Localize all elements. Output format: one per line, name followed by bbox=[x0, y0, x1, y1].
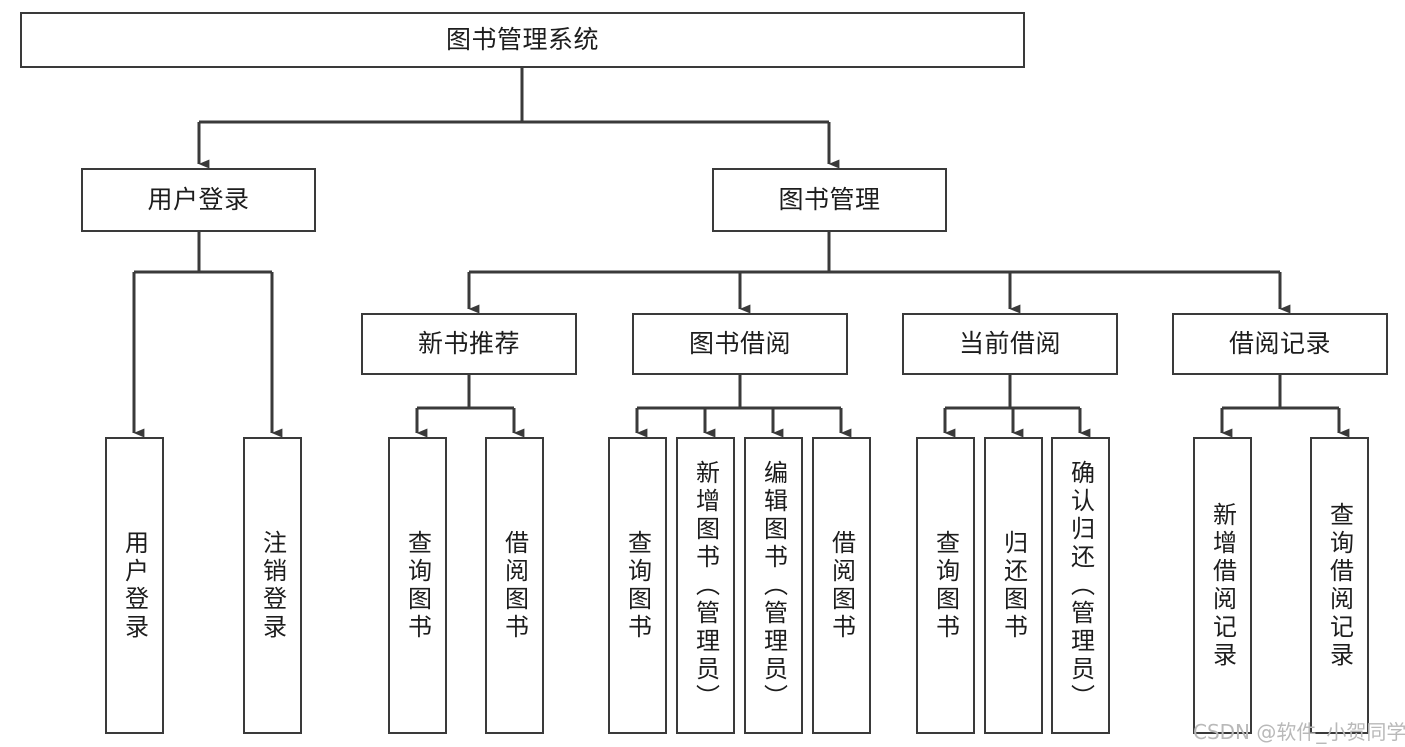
node-leaf-query-record[interactable]: 查询借阅记录 bbox=[1310, 437, 1369, 734]
node-label: 借阅记录 bbox=[1228, 329, 1331, 359]
node-leaf-edit-book[interactable]: 编辑图书（管理员） bbox=[744, 437, 803, 734]
node-current-borrow[interactable]: 当前借阅 bbox=[902, 313, 1118, 375]
node-label: 新书推荐 bbox=[417, 329, 520, 359]
node-label: 图书管理系统 bbox=[445, 25, 599, 55]
node-book-borrow[interactable]: 图书借阅 bbox=[632, 313, 848, 375]
node-leaf-user-login[interactable]: 用户登录 bbox=[105, 437, 164, 734]
node-label: 借阅图书 bbox=[500, 529, 529, 642]
node-leaf-borrow-book-1[interactable]: 借阅图书 bbox=[485, 437, 544, 734]
node-leaf-user-logout[interactable]: 注销登录 bbox=[243, 437, 302, 734]
node-root-system[interactable]: 图书管理系统 bbox=[20, 12, 1025, 68]
node-label: 归还图书 bbox=[999, 529, 1028, 642]
node-leaf-confirm-return[interactable]: 确认归还（管理员） bbox=[1051, 437, 1110, 734]
node-label: 当前借阅 bbox=[958, 329, 1061, 359]
node-leaf-add-record[interactable]: 新增借阅记录 bbox=[1193, 437, 1252, 734]
node-label: 查询借阅记录 bbox=[1325, 501, 1354, 670]
node-label: 新增借阅记录 bbox=[1208, 501, 1237, 670]
node-label: 用户登录 bbox=[120, 529, 149, 642]
node-label: 用户登录 bbox=[147, 185, 250, 215]
node-borrow-record[interactable]: 借阅记录 bbox=[1172, 313, 1388, 375]
node-label: 编辑图书（管理员） bbox=[759, 459, 788, 712]
node-leaf-query-book-2[interactable]: 查询图书 bbox=[608, 437, 667, 734]
csdn-watermark: CSDN @软件_小贺同学 bbox=[1193, 720, 1405, 744]
node-leaf-return-book[interactable]: 归还图书 bbox=[984, 437, 1043, 734]
node-leaf-query-book-3[interactable]: 查询图书 bbox=[916, 437, 975, 734]
node-leaf-query-book-1[interactable]: 查询图书 bbox=[388, 437, 447, 734]
node-label: 新增图书（管理员） bbox=[691, 459, 720, 712]
node-label: 注销登录 bbox=[258, 529, 287, 642]
node-label: 查询图书 bbox=[623, 529, 652, 642]
node-user-login[interactable]: 用户登录 bbox=[81, 168, 316, 232]
node-label: 图书管理 bbox=[778, 185, 881, 215]
node-leaf-borrow-book-2[interactable]: 借阅图书 bbox=[812, 437, 871, 734]
node-label: 查询图书 bbox=[931, 529, 960, 642]
node-label: 查询图书 bbox=[403, 529, 432, 642]
node-label: 图书借阅 bbox=[688, 329, 791, 359]
node-label: 借阅图书 bbox=[827, 529, 856, 642]
node-label: 确认归还（管理员） bbox=[1066, 459, 1095, 712]
node-leaf-add-book[interactable]: 新增图书（管理员） bbox=[676, 437, 735, 734]
node-book-management[interactable]: 图书管理 bbox=[712, 168, 947, 232]
node-new-book-recommend[interactable]: 新书推荐 bbox=[361, 313, 577, 375]
